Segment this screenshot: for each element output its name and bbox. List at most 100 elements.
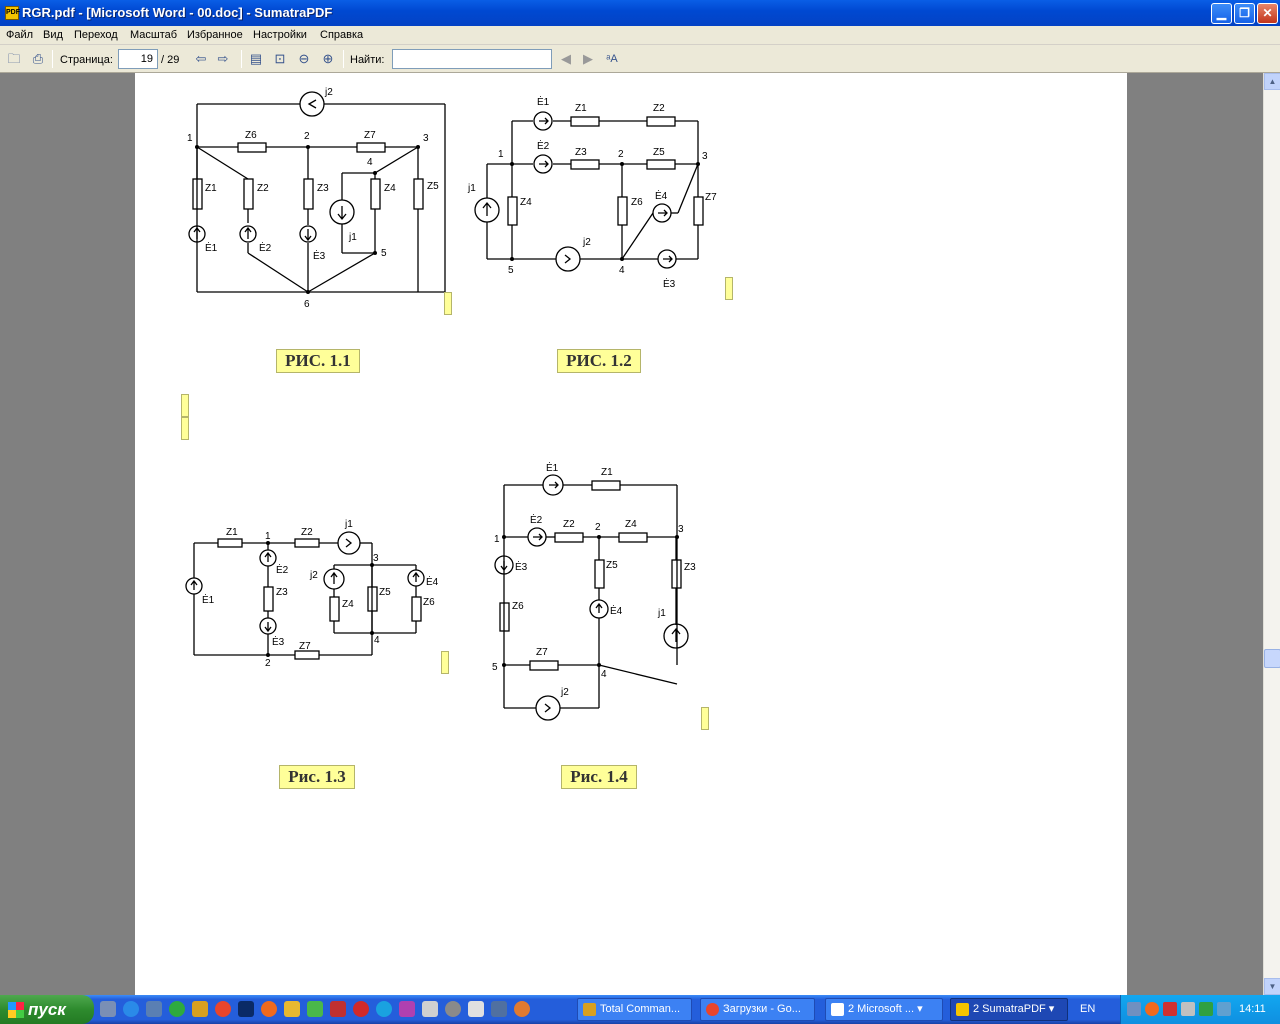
fit-width-icon[interactable]: ⊡ — [274, 51, 286, 66]
task-chrome-downloads[interactable]: Загрузки - Go... — [700, 998, 815, 1021]
fig2-emf-label: Ė3 — [663, 277, 676, 290]
scroll-up-button[interactable]: ▲ — [1264, 73, 1280, 90]
fig1-node-label: 6 — [304, 299, 310, 310]
fig4-node-label: 3 — [678, 524, 684, 535]
antivirus-icon[interactable] — [1163, 1002, 1177, 1016]
fig1-impedance-label: Z6 — [245, 130, 257, 141]
app-icon[interactable] — [353, 1001, 369, 1017]
annotation-marker[interactable] — [181, 417, 189, 440]
annotation-marker[interactable] — [701, 707, 709, 730]
fig2-impedance-label: Z6 — [631, 197, 643, 208]
figure-1-2-circuit — [474, 111, 704, 272]
chrome-icon[interactable] — [215, 1001, 231, 1017]
page-number-input[interactable] — [118, 49, 158, 69]
figure-caption-1-2: РИС. 1.2 — [557, 349, 641, 373]
page-total: / 29 — [161, 54, 180, 66]
winrar-icon[interactable] — [330, 1001, 346, 1017]
vertical-scrollbar[interactable]: ▲ ▼ — [1263, 73, 1280, 995]
find-prev-icon[interactable]: ◀ — [561, 51, 571, 66]
network-icon[interactable] — [1127, 1002, 1141, 1016]
task-total-commander[interactable]: Total Comman... — [577, 998, 692, 1021]
calculator-icon[interactable] — [468, 1001, 484, 1017]
menu-goto[interactable]: Переход — [74, 29, 118, 41]
fig4-impedance-label: Z5 — [606, 560, 618, 571]
start-button[interactable]: пуск — [0, 995, 94, 1024]
menu-zoom[interactable]: Масштаб — [130, 29, 178, 41]
fig1-emf-label: Ė2 — [259, 241, 272, 254]
app-icon[interactable] — [422, 1001, 438, 1017]
ie-icon[interactable] — [123, 1001, 139, 1017]
open-icon[interactable]: 🗀 — [7, 51, 21, 66]
fig3-emf-label: Ė3 — [272, 635, 285, 648]
desktop-icon[interactable] — [146, 1001, 162, 1017]
maximize-button[interactable]: ❐ — [1234, 3, 1255, 24]
fig4-emf-label: Ė3 — [515, 560, 528, 573]
scroll-down-button[interactable]: ▼ — [1264, 978, 1280, 995]
fig1-emf-label: Ė1 — [205, 241, 218, 254]
fig2-node-label: 4 — [619, 265, 625, 276]
title-bar: PDF RGR.pdf - [Microsoft Word - 00.doc] … — [0, 0, 1280, 26]
close-button[interactable]: ✕ — [1257, 3, 1278, 24]
tray-app-icon[interactable] — [1145, 1002, 1159, 1016]
task-sumatrapdf[interactable]: 2 SumatraPDF ▾ — [950, 998, 1068, 1021]
scroll-thumb[interactable] — [1264, 649, 1280, 668]
total-commander-icon[interactable] — [192, 1001, 208, 1017]
annotation-marker[interactable] — [444, 292, 452, 315]
fig3-node-label: 1 — [265, 531, 271, 542]
next-page-icon[interactable]: ⇨ — [217, 51, 229, 66]
menu-settings[interactable]: Настройки — [253, 29, 307, 41]
skype-icon[interactable] — [376, 1001, 392, 1017]
app-icon[interactable] — [514, 1001, 530, 1017]
clock: 14:11 — [1239, 1003, 1266, 1015]
find-next-icon[interactable]: ▶ — [583, 51, 593, 66]
volume-icon[interactable] — [1181, 1002, 1195, 1016]
settings-icon[interactable] — [445, 1001, 461, 1017]
annotation-marker[interactable] — [181, 394, 189, 417]
fig3-current-source-label: j1 — [344, 519, 353, 530]
minimize-button[interactable]: ▁ — [1211, 3, 1232, 24]
fig4-emf-label: Ė1 — [546, 461, 559, 474]
zoom-in-icon[interactable]: ⊕ — [322, 51, 334, 66]
annotation-marker[interactable] — [725, 277, 733, 300]
fig4-impedance-label: Z1 — [601, 467, 613, 478]
fig2-node-label: 3 — [702, 151, 708, 162]
print-icon[interactable]: ⎙ — [32, 51, 44, 66]
app-icon[interactable] — [491, 1001, 507, 1017]
fig3-node-label: 3 — [373, 553, 379, 564]
language-indicator[interactable]: EN — [1080, 1003, 1096, 1015]
fig1-impedance-label: Z1 — [205, 183, 217, 194]
fig1-node-label: 3 — [423, 133, 429, 144]
tray-app-icon[interactable] — [1199, 1002, 1213, 1016]
find-input[interactable] — [392, 49, 552, 69]
annotation-marker[interactable] — [441, 651, 449, 674]
zoom-out-icon[interactable]: ⊖ — [298, 51, 310, 66]
menu-view[interactable]: Вид — [43, 29, 63, 41]
app-icon[interactable] — [399, 1001, 415, 1017]
fig1-current-source-label: j1 — [348, 232, 357, 243]
fig4-emf-label: Ė4 — [610, 604, 623, 617]
match-case-icon[interactable]: ᵃA — [606, 53, 618, 65]
fit-page-icon[interactable]: ▤ — [249, 51, 263, 66]
fig4-emf-label: Ė2 — [530, 513, 543, 526]
menu-help[interactable]: Справка — [320, 29, 364, 41]
fig1-impedance-label: Z2 — [257, 183, 269, 194]
folder-icon[interactable] — [284, 1001, 300, 1017]
fig4-current-source-label: j1 — [657, 608, 666, 619]
utorrent-icon[interactable] — [169, 1001, 185, 1017]
quicklaunch-icon[interactable] — [100, 1001, 116, 1017]
task-microsoft-word[interactable]: 2 Microsoft ... ▾ — [825, 998, 943, 1021]
page-label: Страница: — [60, 54, 113, 66]
icq-icon[interactable] — [307, 1001, 323, 1017]
opera-icon[interactable] — [261, 1001, 277, 1017]
fig2-node-label: 2 — [618, 149, 624, 160]
fig1-impedance-label: Z3 — [317, 183, 329, 194]
prev-page-icon[interactable]: ⇦ — [195, 51, 207, 66]
tray-app-icon[interactable] — [1217, 1002, 1231, 1016]
fig2-node-label: 5 — [508, 265, 514, 276]
fig4-impedance-label: Z3 — [684, 562, 696, 573]
menu-favorites[interactable]: Избранное — [187, 29, 243, 41]
document-viewport[interactable]: 1 2 3 4 5 6 Z1 Z2 Z3 Z4 Z5 Z6 Z7 Ė1 Ė2 Ė… — [0, 73, 1263, 995]
photoshop-icon[interactable] — [238, 1001, 254, 1017]
fig4-impedance-label: Z7 — [536, 647, 548, 658]
menu-file[interactable]: Файл — [6, 29, 34, 41]
